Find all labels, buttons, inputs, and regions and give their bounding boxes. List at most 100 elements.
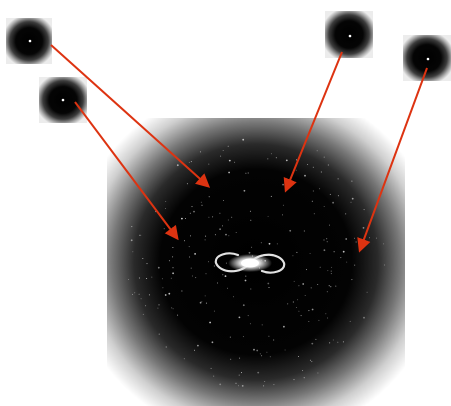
star bbox=[282, 214, 283, 215]
star bbox=[250, 323, 251, 324]
inset-1 bbox=[6, 18, 52, 64]
star bbox=[200, 302, 202, 304]
star bbox=[223, 150, 224, 151]
star bbox=[231, 217, 232, 218]
star bbox=[219, 384, 221, 386]
star bbox=[269, 243, 271, 245]
star bbox=[165, 201, 166, 202]
star bbox=[340, 257, 341, 258]
star bbox=[197, 345, 199, 347]
star bbox=[292, 255, 293, 256]
star bbox=[249, 252, 251, 254]
star bbox=[367, 292, 368, 293]
inset-4 bbox=[403, 35, 451, 81]
inset-2 bbox=[39, 77, 87, 123]
star bbox=[333, 340, 334, 341]
star bbox=[173, 267, 174, 268]
star bbox=[159, 304, 160, 305]
star bbox=[261, 355, 262, 356]
star bbox=[253, 349, 255, 351]
star bbox=[363, 227, 365, 229]
star bbox=[326, 238, 327, 239]
star bbox=[302, 370, 303, 371]
star bbox=[164, 228, 165, 229]
star bbox=[330, 286, 331, 287]
central-panel bbox=[107, 118, 405, 406]
star bbox=[236, 232, 237, 233]
star bbox=[286, 160, 288, 162]
star bbox=[294, 379, 295, 380]
star bbox=[159, 334, 160, 335]
star bbox=[209, 196, 210, 197]
star bbox=[146, 278, 147, 279]
inset-4-dot bbox=[427, 58, 430, 61]
star bbox=[205, 295, 206, 296]
star bbox=[343, 251, 345, 253]
star bbox=[311, 361, 312, 362]
star bbox=[269, 287, 270, 288]
star bbox=[181, 218, 183, 220]
star bbox=[184, 358, 185, 359]
star bbox=[214, 266, 215, 267]
star bbox=[248, 315, 249, 316]
star bbox=[189, 162, 190, 163]
star bbox=[345, 213, 346, 214]
star bbox=[227, 288, 228, 289]
star bbox=[327, 318, 328, 319]
star bbox=[351, 181, 352, 182]
star bbox=[169, 260, 170, 261]
star bbox=[329, 342, 330, 343]
star bbox=[319, 188, 320, 189]
star bbox=[131, 226, 132, 227]
star bbox=[189, 257, 190, 258]
star bbox=[228, 220, 229, 221]
star bbox=[312, 309, 314, 311]
star bbox=[166, 347, 167, 348]
star bbox=[201, 202, 202, 203]
star bbox=[223, 200, 224, 201]
star bbox=[324, 206, 325, 207]
star bbox=[354, 238, 355, 239]
star bbox=[208, 164, 209, 165]
star bbox=[304, 175, 306, 177]
star bbox=[306, 269, 307, 270]
star bbox=[250, 220, 251, 221]
star bbox=[345, 238, 347, 240]
star bbox=[194, 350, 195, 351]
star bbox=[225, 234, 227, 236]
star bbox=[298, 285, 299, 286]
star bbox=[267, 158, 268, 159]
star bbox=[187, 183, 188, 184]
star bbox=[302, 283, 304, 285]
star bbox=[157, 308, 158, 309]
star bbox=[250, 211, 251, 212]
star bbox=[184, 240, 185, 241]
star bbox=[312, 201, 313, 202]
star bbox=[242, 139, 244, 141]
star bbox=[242, 385, 244, 387]
star bbox=[301, 315, 302, 316]
star bbox=[209, 322, 211, 324]
star bbox=[346, 262, 347, 263]
star bbox=[243, 304, 245, 306]
star bbox=[145, 305, 146, 306]
star bbox=[200, 151, 201, 152]
star bbox=[202, 205, 203, 206]
star bbox=[310, 253, 311, 254]
star bbox=[239, 317, 241, 319]
star bbox=[134, 292, 135, 293]
star bbox=[239, 375, 240, 376]
star bbox=[234, 162, 235, 163]
star bbox=[296, 159, 297, 160]
star bbox=[185, 218, 186, 219]
star bbox=[343, 341, 344, 342]
star bbox=[205, 236, 206, 237]
star bbox=[222, 225, 223, 226]
star bbox=[230, 337, 231, 338]
star bbox=[177, 315, 178, 316]
star bbox=[270, 356, 271, 357]
star bbox=[131, 239, 133, 241]
star bbox=[228, 146, 229, 147]
star bbox=[205, 239, 206, 240]
